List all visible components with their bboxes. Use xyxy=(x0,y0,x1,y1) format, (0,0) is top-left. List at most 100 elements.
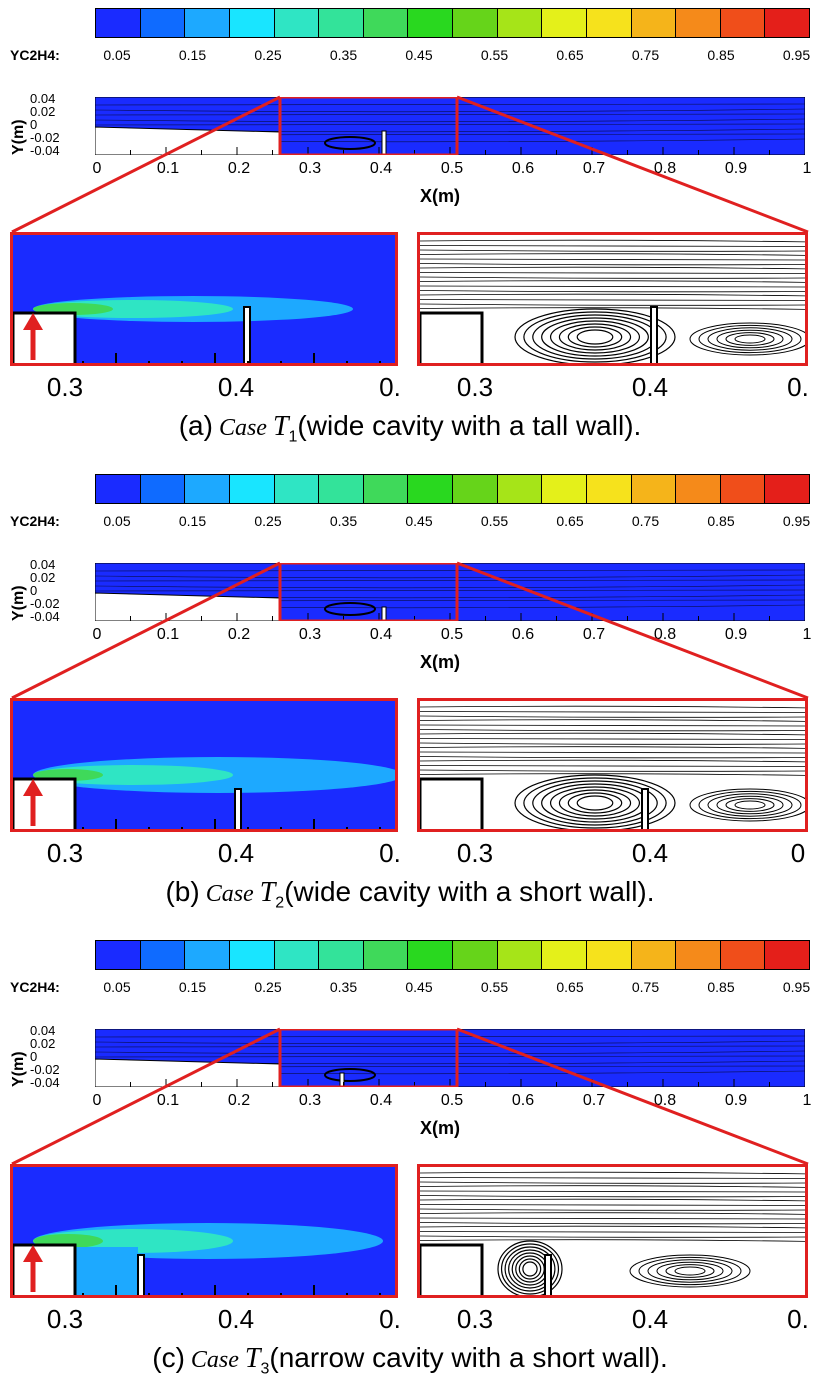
secondary-vortex xyxy=(707,327,793,351)
x-tick-label: 0.9 xyxy=(724,1092,748,1109)
colorbar-tick: 0.45 xyxy=(405,47,433,63)
x-tick-label: 0.5 xyxy=(440,1092,464,1109)
x-tick-label: 0.4 xyxy=(369,626,393,643)
colorbar-cell xyxy=(720,941,766,969)
caption-case: Case xyxy=(218,415,267,441)
y-axis-label: Y(m) xyxy=(10,1051,27,1087)
streamline xyxy=(420,1217,805,1220)
zoom-contour-panel xyxy=(10,698,398,832)
injection-arrow-icon xyxy=(23,1245,43,1262)
zoom-tick-label: 0.3 xyxy=(456,1304,494,1334)
streamline xyxy=(420,715,805,718)
colorbar-cell xyxy=(720,475,766,503)
streamline xyxy=(420,1225,805,1229)
x-tick-label: 1 xyxy=(802,626,812,643)
streamline xyxy=(420,729,805,732)
zoom-tick-label: 0. xyxy=(787,1304,809,1334)
streamline xyxy=(420,245,805,247)
zoom-tick-label: 0.3 xyxy=(456,372,494,402)
x-tick-label: 0.2 xyxy=(227,626,251,643)
zoom-contour-svg xyxy=(13,1167,395,1295)
streamline xyxy=(420,1198,805,1202)
x-tick-label: 0.4 xyxy=(369,1092,393,1109)
streamline xyxy=(420,299,805,301)
cavity-wall xyxy=(381,130,387,156)
colorbar-cell xyxy=(319,9,364,37)
main-plot-svg xyxy=(94,95,806,157)
colorbar-tick: 0.15 xyxy=(178,513,207,529)
x-tick-label: 1 xyxy=(802,160,812,177)
injection-arrow-icon xyxy=(23,313,43,330)
secondary-vortex xyxy=(698,790,802,820)
y-tick-label: -0.04 xyxy=(30,143,60,158)
x-tick-label: 0.9 xyxy=(724,626,748,643)
caption-label: (c) xyxy=(152,1342,185,1373)
streamline xyxy=(420,303,805,306)
colorbar-tick: 0.85 xyxy=(707,979,735,995)
recirculation-vortex xyxy=(567,326,623,348)
recirculation-vortex xyxy=(504,1246,556,1292)
secondary-vortex xyxy=(629,1254,751,1288)
colorbar-cell xyxy=(631,9,677,37)
cavity-wall xyxy=(381,606,387,622)
cavity-fuel-fill xyxy=(73,1247,138,1295)
streamline xyxy=(420,732,805,736)
streamline xyxy=(420,272,805,274)
secondary-vortex xyxy=(725,332,775,346)
caption-description: (wide cavity with a short wall). xyxy=(284,876,655,907)
cavity-wall xyxy=(234,788,242,829)
x-tick-label: 0.1 xyxy=(156,1092,180,1109)
colorbar-cell xyxy=(319,941,364,969)
colorbar-cell xyxy=(542,475,587,503)
colorbar-tick: 0.25 xyxy=(254,979,282,995)
cavity-vortex xyxy=(324,136,376,150)
y-tick-label: -0.04 xyxy=(30,1075,60,1090)
x-tick-label: 0.3 xyxy=(298,160,322,177)
x-tick-label: 0 xyxy=(92,160,102,177)
main-contour-plot xyxy=(94,95,806,157)
x-tick-label: 0.6 xyxy=(511,626,535,643)
colorbar-cell xyxy=(497,9,543,37)
x-tick-label: 0.6 xyxy=(511,1092,535,1109)
streamline xyxy=(420,756,805,759)
secondary-vortex xyxy=(725,798,775,812)
streamline xyxy=(420,307,805,310)
zoom-tick-label: 0 xyxy=(790,838,806,868)
zoom-streamline-panel xyxy=(417,1164,808,1298)
colorbar-cell xyxy=(274,941,320,969)
streamline xyxy=(420,738,805,740)
colorbar xyxy=(95,940,810,970)
colorbar-cell xyxy=(542,9,587,37)
secondary-vortex xyxy=(716,795,784,815)
colorbar-cell xyxy=(453,475,498,503)
step-body xyxy=(94,1058,281,1088)
streamline xyxy=(420,266,805,270)
colorbar-cell xyxy=(274,9,320,37)
x-tick-label: 0.7 xyxy=(582,1092,606,1109)
recirculation-vortex xyxy=(514,774,676,829)
streamline xyxy=(420,1195,805,1198)
x-tick-label: 0.7 xyxy=(582,160,606,177)
colorbar-tick: 0.55 xyxy=(480,47,509,63)
step-body xyxy=(420,777,484,829)
colorbar-cell xyxy=(185,941,230,969)
x-tick-label: 0.2 xyxy=(227,1092,251,1109)
zoom-tick-label: 0.3 xyxy=(46,372,84,402)
cavity-wall xyxy=(137,1254,145,1295)
cavity-vortex xyxy=(324,602,376,616)
x-axis-label: X(m) xyxy=(420,652,460,672)
colorbar-tick: 0.55 xyxy=(480,513,509,529)
zoom-tick-label: 0.4 xyxy=(217,1304,255,1334)
colorbar-tick: 0.05 xyxy=(103,47,131,63)
colorbar-cell xyxy=(586,475,632,503)
colorbar-cell xyxy=(676,9,721,37)
x-tick-label: 0.8 xyxy=(653,626,677,643)
colorbar-tick: 0.65 xyxy=(556,979,584,995)
colorbar-cell xyxy=(676,475,721,503)
step-body xyxy=(420,1243,484,1295)
streamline xyxy=(420,1185,805,1188)
colorbar-cell xyxy=(96,941,141,969)
